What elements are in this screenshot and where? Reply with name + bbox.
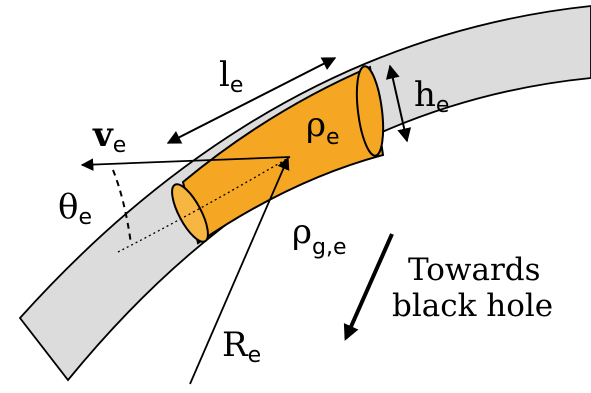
black-hole-direction-arrow: [343, 233, 394, 341]
element-centerline: [117, 156, 291, 253]
element-right-cap: [355, 65, 385, 157]
gas-stream-tube: [18, 5, 591, 382]
height-arrow: [385, 64, 412, 143]
angle-reference-dashed: [112, 169, 132, 245]
label-angle: θe: [58, 187, 92, 230]
radius-arrow: [189, 156, 290, 385]
label-height: he: [414, 75, 449, 118]
label-radius: Re: [222, 325, 261, 368]
towards-text-line1: Towards: [408, 252, 541, 288]
label-gas-density: ρg,e: [292, 212, 347, 260]
label-length: le: [219, 55, 243, 98]
length-arrow: [166, 57, 337, 144]
towards-text-line2: black hole: [392, 288, 553, 324]
label-element-density: ρe: [306, 105, 340, 150]
label-velocity: ve: [92, 115, 126, 158]
velocity-arrow: [80, 156, 291, 171]
element-left-cap: [171, 183, 209, 243]
